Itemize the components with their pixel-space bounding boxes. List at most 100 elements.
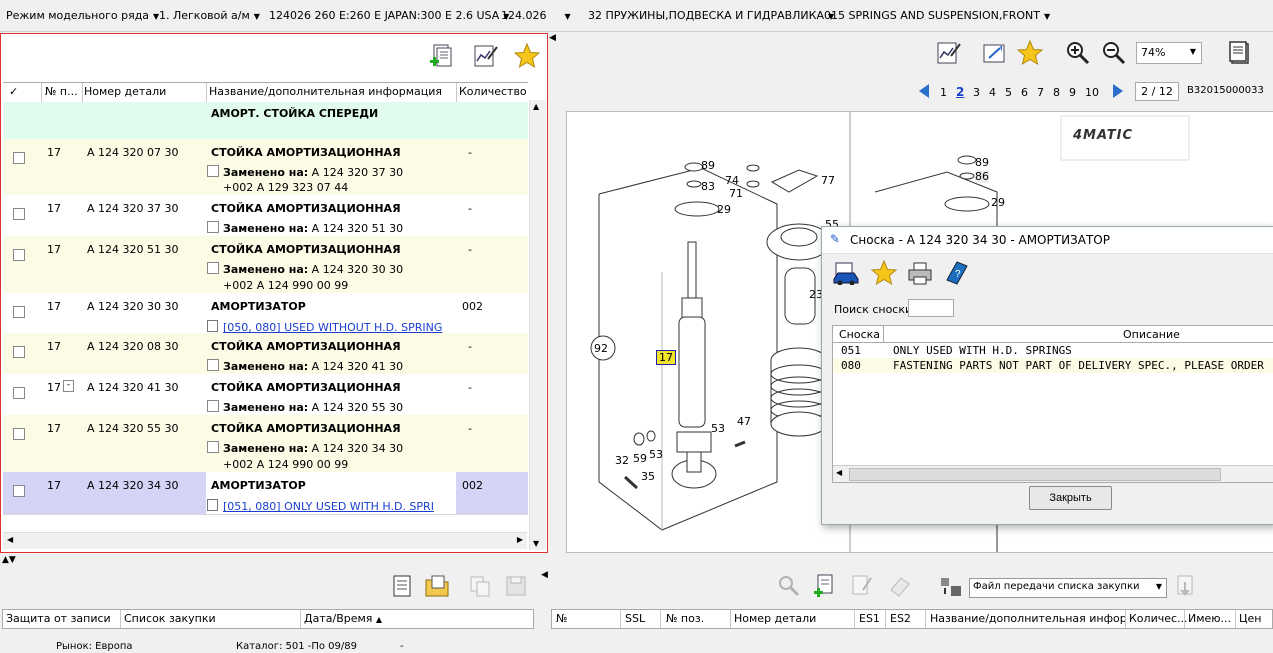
- callout[interactable]: 53: [649, 448, 663, 461]
- row-checkbox[interactable]: [13, 346, 25, 358]
- col-es2[interactable]: ES2: [890, 612, 911, 625]
- collapse-toggle[interactable]: -: [63, 380, 74, 392]
- export-icon[interactable]: [1171, 572, 1199, 600]
- page-link[interactable]: 5: [1005, 86, 1012, 99]
- close-button[interactable]: Закрыть: [1029, 486, 1112, 510]
- next-page-icon[interactable]: [1112, 84, 1124, 98]
- col-purchase-list[interactable]: Список закупки: [124, 612, 216, 625]
- col-pos[interactable]: № п...: [45, 85, 78, 98]
- sub-checkbox[interactable]: [207, 359, 219, 371]
- page-link[interactable]: 6: [1021, 86, 1028, 99]
- col-ssl[interactable]: SSL: [625, 612, 646, 625]
- transfer-format-select[interactable]: Файл передачи списка закупки ▼: [969, 578, 1167, 598]
- row-checkbox[interactable]: [13, 249, 25, 261]
- fullscreen-icon[interactable]: [980, 39, 1008, 67]
- footnote-link[interactable]: [051, 080] ONLY USED WITH H.D. SPRI: [207, 499, 434, 513]
- table-row-selected[interactable]: 17 A 124 320 34 30 АМОРТИЗАТОР 002 [051,…: [3, 472, 528, 515]
- table-row[interactable]: 17 A 124 320 37 30 СТОЙКА АМОРТИЗАЦИОННА…: [3, 195, 528, 237]
- scroll-left-icon[interactable]: ◀: [7, 535, 14, 544]
- page-link-current[interactable]: 2: [956, 85, 965, 99]
- star-icon[interactable]: [513, 42, 541, 70]
- copy-icon[interactable]: [466, 572, 494, 600]
- col-datetime[interactable]: Дата/Время ▲: [304, 612, 383, 625]
- callout[interactable]: 74: [725, 174, 739, 187]
- sub-checkbox[interactable]: [207, 221, 219, 233]
- crumb-model[interactable]: 124026 260 E:260 E JAPAN:300 E 2.6 USA▼: [269, 9, 510, 22]
- scroll-left-icon[interactable]: ◀: [836, 468, 843, 477]
- expand-arrows-icon[interactable]: ▲▼: [2, 555, 16, 565]
- page-link[interactable]: 10: [1085, 86, 1099, 99]
- sub-checkbox[interactable]: [207, 400, 219, 412]
- callout[interactable]: 32: [615, 454, 629, 467]
- table-row[interactable]: 17 A 124 320 08 30 СТОЙКА АМОРТИЗАЦИОННА…: [3, 333, 528, 375]
- row-checkbox[interactable]: [13, 387, 25, 399]
- col-num[interactable]: №: [556, 612, 568, 625]
- callout[interactable]: 77: [821, 174, 835, 187]
- zoom-out-icon[interactable]: [1100, 39, 1128, 67]
- callout[interactable]: 53: [711, 422, 725, 435]
- sub-checkbox[interactable]: [207, 441, 219, 453]
- table-row[interactable]: 17 A 124 320 07 30 СТОЙКА АМОРТИЗАЦИОННА…: [3, 139, 528, 196]
- scroll-right-icon[interactable]: ▶: [516, 535, 523, 544]
- star-icon[interactable]: [1016, 39, 1044, 67]
- callout[interactable]: 92: [594, 342, 608, 355]
- table-row[interactable]: 17 A 124 320 51 30 СТОЙКА АМОРТИЗАЦИОННА…: [3, 236, 528, 294]
- table-row[interactable]: 17 A 124 320 55 30 СТОЙКА АМОРТИЗАЦИОННА…: [3, 415, 528, 473]
- row-checkbox[interactable]: [13, 485, 25, 497]
- collapse-left-icon[interactable]: ◀: [549, 33, 556, 43]
- page-link[interactable]: 9: [1069, 86, 1076, 99]
- edit-drawing-icon[interactable]: [934, 39, 962, 67]
- transfer-icon[interactable]: [937, 572, 965, 600]
- row-checkbox[interactable]: [13, 152, 25, 164]
- callout[interactable]: 71: [729, 187, 743, 200]
- eraser-icon[interactable]: [885, 572, 913, 600]
- col-part-number[interactable]: Номер детали: [734, 612, 817, 625]
- footnote-row[interactable]: 080 FASTENING PARTS NOT PART OF DELIVERY…: [833, 358, 1273, 373]
- callout[interactable]: 83: [701, 180, 715, 193]
- edit-list-icon[interactable]: [471, 42, 499, 70]
- callout[interactable]: 29: [717, 203, 731, 216]
- page-link[interactable]: 7: [1037, 86, 1044, 99]
- horizontal-scrollbar[interactable]: ◀ ▶: [3, 532, 527, 549]
- callout[interactable]: 89: [975, 156, 989, 169]
- callout[interactable]: 23: [809, 288, 823, 301]
- crumb-vehicle-type[interactable]: 1. Легковой а/м▼: [159, 9, 260, 22]
- col-quantity[interactable]: Количество: [459, 85, 527, 98]
- new-list-icon[interactable]: [388, 572, 416, 600]
- open-folder-icon[interactable]: [424, 572, 452, 600]
- callout[interactable]: 89: [701, 159, 715, 172]
- callout-highlighted[interactable]: 17: [656, 350, 676, 365]
- page-link[interactable]: 4: [989, 86, 996, 99]
- sub-checkbox[interactable]: [207, 262, 219, 274]
- collapse-left-icon[interactable]: ◀: [541, 570, 548, 580]
- page-link[interactable]: 3: [973, 86, 980, 99]
- dialog-titlebar[interactable]: ✎ Сноска - A 124 320 34 30 - АМОРТИЗАТОР: [822, 227, 1273, 254]
- crumb-subgroup[interactable]: 015 SPRINGS AND SUSPENSION,FRONT▼: [824, 9, 1051, 22]
- row-checkbox[interactable]: [13, 208, 25, 220]
- help-book-icon[interactable]: ?: [942, 259, 970, 287]
- sub-checkbox[interactable]: [207, 165, 219, 177]
- col-es1[interactable]: ES1: [859, 612, 880, 625]
- footnote-row[interactable]: 051 ONLY USED WITH H.D. SPRINGS: [833, 343, 1273, 358]
- crumb-type[interactable]: 124.026▼: [501, 9, 571, 22]
- zoom-in-icon[interactable]: [1064, 39, 1092, 67]
- save-icon[interactable]: [502, 572, 530, 600]
- edit-item-icon[interactable]: [847, 572, 875, 600]
- print-icon[interactable]: [906, 259, 934, 287]
- scroll-up-icon[interactable]: ▲: [533, 102, 540, 111]
- footnote-link[interactable]: [050, 080] USED WITHOUT H.D. SPRING: [207, 320, 442, 334]
- callout[interactable]: 29: [991, 196, 1005, 209]
- col-write-protect[interactable]: Защита от записи: [6, 612, 111, 625]
- callout[interactable]: 86: [975, 170, 989, 183]
- add-to-list-icon[interactable]: [427, 42, 455, 70]
- table-row[interactable]: 17 - A 124 320 41 30 СТОЙКА АМОРТИЗАЦИОН…: [3, 374, 528, 416]
- callout[interactable]: 47: [737, 415, 751, 428]
- col-part-number[interactable]: Номер детали: [84, 85, 167, 98]
- col-quantity[interactable]: Количес...: [1129, 612, 1188, 625]
- col-name[interactable]: Название/дополнительная информация: [209, 85, 443, 98]
- footnote-hscroll[interactable]: ◀: [833, 465, 1273, 482]
- row-checkbox[interactable]: [13, 428, 25, 440]
- page-link[interactable]: 8: [1053, 86, 1060, 99]
- page-counter[interactable]: 2 / 12: [1135, 82, 1179, 101]
- col-pos-num[interactable]: № поз.: [666, 612, 705, 625]
